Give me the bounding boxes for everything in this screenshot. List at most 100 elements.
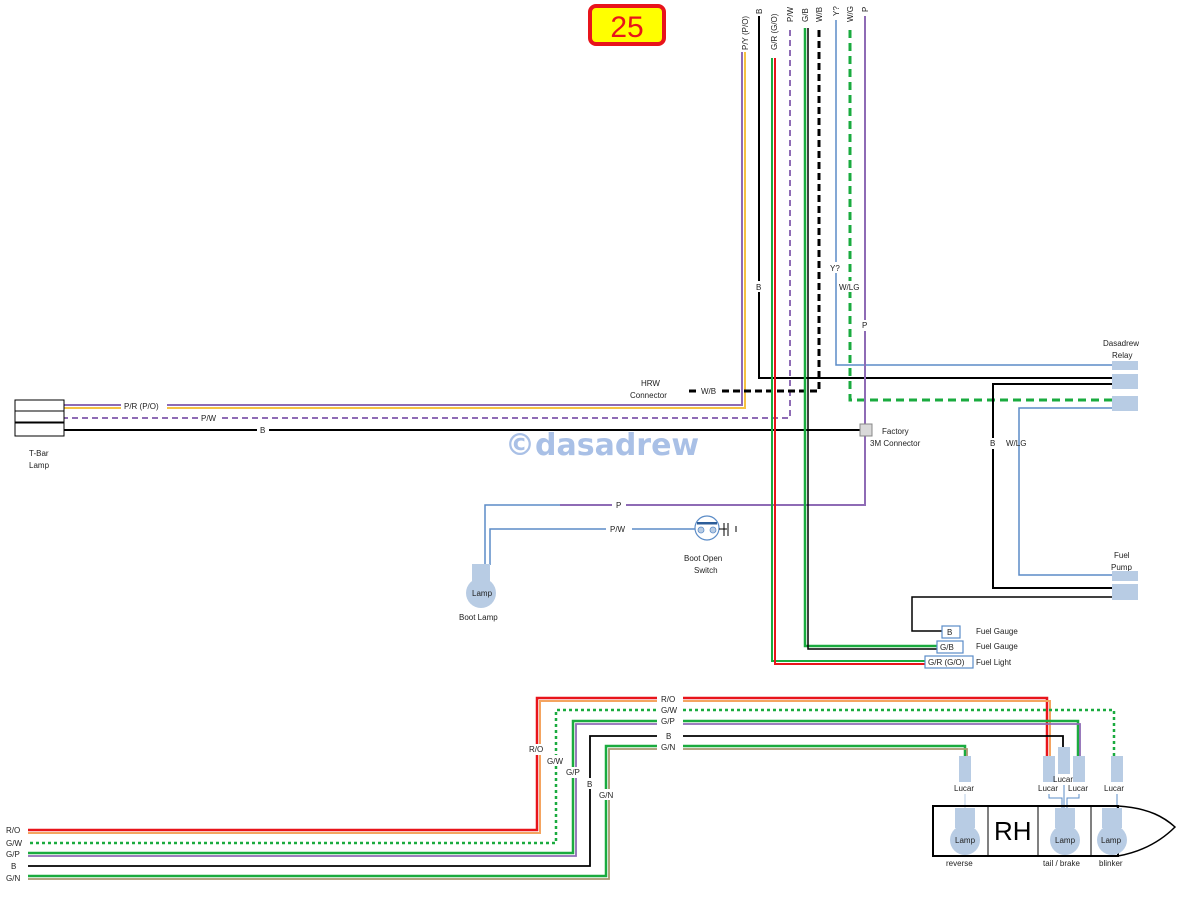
- lamp-tail-brake-label: tail / brake: [1043, 859, 1080, 868]
- lamp-blinker: Lamp blinker: [1097, 808, 1127, 868]
- label-b-vert: B: [756, 283, 761, 292]
- label-boot-pw: P/W: [610, 525, 626, 534]
- harness-vertical-labels: R/O G/W G/P B G/N: [528, 744, 618, 800]
- boot-open-switch: Boot Open Switch: [684, 515, 737, 575]
- label-y-vert: Y?: [830, 264, 840, 273]
- pump-label-2: Pump: [1111, 563, 1132, 572]
- rear-light-side-label: RH: [994, 816, 1032, 846]
- page-badge-number: 25: [610, 11, 643, 44]
- wire-label-py: P/Y (P/O): [741, 16, 750, 50]
- harness-left-label-b: B: [11, 862, 16, 871]
- harness-top-label-gw: G/W: [661, 706, 677, 715]
- relay-terminal-1: [1112, 361, 1138, 370]
- factory-3m-connector: Factory 3M Connector: [859, 423, 921, 448]
- wire-b-relay: [758, 16, 1112, 379]
- boot-lamp: Lamp Boot Lamp: [459, 564, 498, 622]
- factory-label-1: Factory: [882, 427, 909, 436]
- lamp-reverse-inner: Lamp: [955, 836, 976, 845]
- label-pw: P/W: [201, 414, 217, 423]
- harness-vert-label-gp: G/P: [566, 768, 580, 777]
- wire-label-y: Y?: [832, 6, 841, 16]
- harness-top-label-gn: G/N: [661, 743, 675, 752]
- wire-pw-tbar: [64, 30, 791, 419]
- upper-wire-labels: B Y? W/LG P W/B P/R (P/O) P/W B B W/LG P…: [121, 262, 1026, 535]
- lamp-tail-brake-inner: Lamp: [1055, 836, 1076, 845]
- label-boot-p: P: [616, 501, 621, 510]
- harness-wire-ro: [0, 696, 1051, 834]
- wire-pump-gauge-b: [911, 596, 1112, 632]
- pump-terminal-2: [1112, 584, 1138, 600]
- lamp-tail-brake: Lamp tail / brake: [1043, 808, 1080, 868]
- wire-label-wb: W/B: [815, 7, 824, 22]
- lucar-blinker: [1111, 756, 1123, 782]
- lucar-tail-3: [1073, 756, 1085, 782]
- tbar-lamp-label-1: T-Bar: [29, 449, 49, 458]
- harness-left-labels: R/O G/W G/P B G/N: [0, 825, 28, 883]
- switch-label-1: Boot Open: [684, 554, 722, 563]
- tbar-lamp: T-Bar Lamp: [14, 399, 65, 470]
- lucar-tail-2: [1058, 747, 1070, 774]
- boot-lamp-inner-label: Lamp: [472, 589, 493, 598]
- top-wire-labels: P/Y (P/O) B G/R (G/O) P/W G/B W/B Y? W/G…: [741, 6, 870, 50]
- relay-terminal-3: [1112, 396, 1138, 411]
- wire-gr-fuel-light: [771, 58, 925, 665]
- wire-label-wg: W/G: [846, 6, 855, 22]
- lamp-reverse: Lamp reverse: [946, 808, 980, 868]
- wire-wb-hrw: [688, 30, 821, 393]
- label-p-vert: P: [862, 321, 867, 330]
- pump-terminal-1: [1112, 571, 1138, 581]
- relay-label-1: Dasadrew: [1103, 339, 1139, 348]
- gauge-connector-gr-desc: Fuel Light: [976, 658, 1012, 667]
- label-wb-hrw: W/B: [701, 387, 716, 396]
- wire-y-relay: [835, 20, 1112, 366]
- relay-label-2: Relay: [1112, 351, 1132, 360]
- wire-label-pw: P/W: [786, 6, 795, 22]
- gauge-connector-b-code: B: [947, 628, 952, 637]
- wire-relay-pump-b: [992, 383, 1112, 589]
- rear-light-cluster: Lucar Lucar Lucar Lucar Lucar RH Lamp re…: [932, 747, 1177, 868]
- lucar-blinker-label: Lucar: [1104, 784, 1124, 793]
- harness-left-label-gp: G/P: [6, 850, 20, 859]
- dasadrew-relay: Dasadrew Relay: [1103, 339, 1139, 411]
- harness-left-label-gw: G/W: [6, 839, 22, 848]
- lamp-blinker-inner: Lamp: [1101, 836, 1122, 845]
- wire-p-boot: [560, 16, 866, 506]
- switch-label-2: Switch: [694, 566, 718, 575]
- watermark: ©dasadrew: [505, 428, 699, 463]
- factory-label-2: 3M Connector: [870, 439, 921, 448]
- hrw-label-2: Connector: [630, 391, 667, 400]
- harness-top-label-ro: R/O: [661, 695, 675, 704]
- gauge-connector-gb-code: G/B: [940, 643, 954, 652]
- wire-label-gr: G/R (G/O): [770, 13, 779, 50]
- wire-pw-switch: [489, 528, 695, 565]
- page-badge: 25: [588, 4, 666, 46]
- lucar-tail-1-label: Lucar: [1038, 784, 1058, 793]
- fuel-gauge-connectors: B Fuel Gauge G/B Fuel Gauge G/R (G/O) Fu…: [924, 625, 1018, 669]
- lucar-tail-3-label: Lucar: [1068, 784, 1088, 793]
- gauge-connector-gb-desc: Fuel Gauge: [976, 642, 1018, 651]
- harness-wire-b: [0, 735, 1064, 867]
- label-b-tbar: B: [260, 426, 265, 435]
- wire-wg-relay: [848, 30, 1112, 402]
- harness-wire-gn: [0, 744, 968, 880]
- harness-left-label-gn: G/N: [6, 874, 20, 883]
- lucar-reverse: [959, 756, 971, 782]
- lucar-tail-2-label: Lucar: [1053, 775, 1073, 784]
- gauge-connector-gr-code: G/R (G/O): [928, 658, 965, 667]
- boot-lamp-label: Boot Lamp: [459, 613, 498, 622]
- label-py: P/R (P/O): [124, 402, 159, 411]
- wire-label-b: B: [755, 9, 764, 14]
- lucar-reverse-label: Lucar: [954, 784, 974, 793]
- harness-vert-label-ro: R/O: [529, 745, 543, 754]
- label-relay-wlg: W/LG: [1006, 439, 1026, 448]
- harness-wire-gp: [0, 719, 1081, 857]
- harness-top-label-b: B: [666, 732, 671, 741]
- gauge-connector-b-desc: Fuel Gauge: [976, 627, 1018, 636]
- wire-gb-fuel-gauge: [803, 28, 937, 650]
- wire-py: [64, 52, 746, 409]
- relay-terminal-2: [1112, 374, 1138, 389]
- harness-top-label-gp: G/P: [661, 717, 675, 726]
- tbar-lamp-label-2: Lamp: [29, 461, 50, 470]
- harness-vert-label-gw: G/W: [547, 757, 563, 766]
